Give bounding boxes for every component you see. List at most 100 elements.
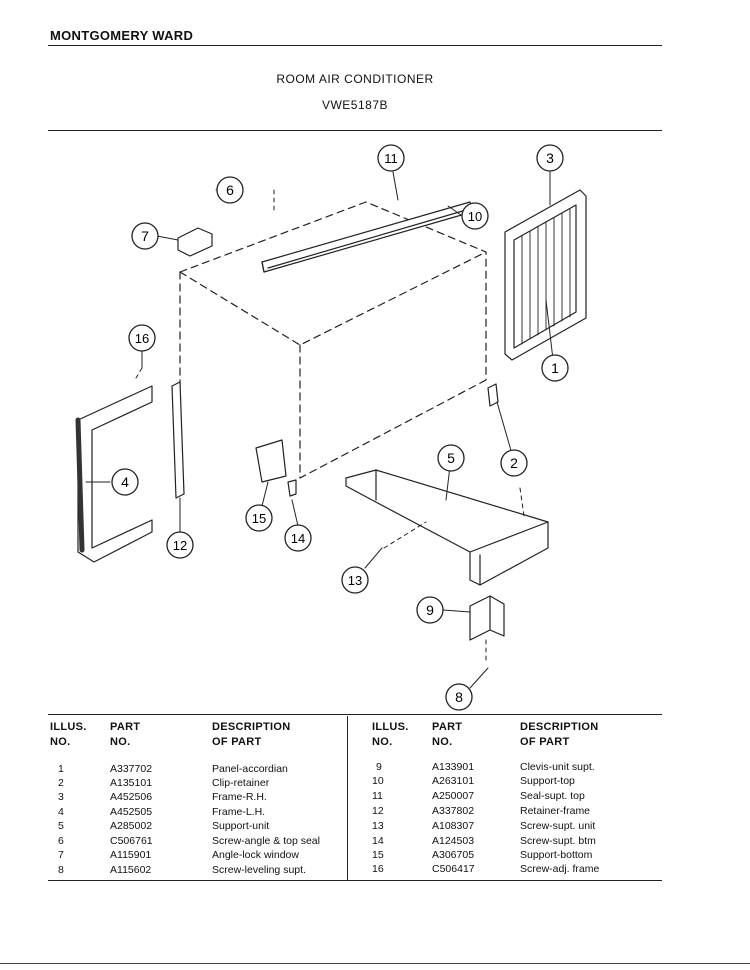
table-row: Clevis-unit supt. xyxy=(520,761,595,773)
callout-1-label: 1 xyxy=(551,360,559,376)
table-row: 5 xyxy=(58,820,64,832)
table-row: Retainer-frame xyxy=(520,805,591,817)
table-row: 13 xyxy=(372,820,384,832)
table-row: A452505 xyxy=(110,806,153,818)
callout-10: 10 xyxy=(461,202,489,230)
table-row: A133901 xyxy=(432,761,475,773)
table-row: A306705 xyxy=(432,849,475,861)
callout-15: 15 xyxy=(245,504,273,532)
table-divider xyxy=(347,716,348,880)
callout-11: 11 xyxy=(377,144,405,172)
support-unit xyxy=(345,469,549,586)
table-row: Screw-adj. frame xyxy=(520,863,600,875)
table-row: 11 xyxy=(372,790,383,802)
table-row: Seal-supt. top xyxy=(520,790,585,802)
table-row: Support-top xyxy=(520,775,575,787)
table-row: A115602 xyxy=(110,864,152,876)
clip-retainer xyxy=(487,383,499,407)
table-row: A285002 xyxy=(110,820,153,832)
callout-13-label: 13 xyxy=(348,573,362,588)
table-row: Clip-retainer xyxy=(212,777,270,789)
left-frame xyxy=(75,385,153,563)
screw-support-bottom xyxy=(287,479,297,497)
cabinet-outline xyxy=(179,201,487,479)
table-row: Screw-supt. unit xyxy=(520,820,596,832)
table-row: A135101 xyxy=(110,777,153,789)
table-bottom-rule xyxy=(48,880,662,881)
top-seal-support xyxy=(261,201,473,273)
table-row: 1 xyxy=(58,763,64,775)
callout-4-label: 4 xyxy=(121,474,129,490)
callout-16: 16 xyxy=(128,324,156,352)
table-row: 10 xyxy=(372,775,384,787)
callout-12: 12 xyxy=(166,531,194,559)
callout-9: 9 xyxy=(416,596,444,624)
right-frame xyxy=(504,189,587,361)
callout-8-label: 8 xyxy=(455,689,463,705)
table-row: 4 xyxy=(58,806,64,818)
header-rule xyxy=(48,45,662,46)
callout-6: 6 xyxy=(216,176,244,204)
table-row: A337702 xyxy=(110,763,153,775)
table-row: A452506 xyxy=(110,791,153,803)
callout-8: 8 xyxy=(445,683,473,711)
clevis-bracket xyxy=(469,595,505,641)
table-row: Panel-accordian xyxy=(212,763,288,775)
table-row: A337802 xyxy=(432,805,475,817)
callout-15-label: 15 xyxy=(252,511,266,526)
brand-name: MONTGOMERY WARD xyxy=(50,28,194,43)
table-row: C506761 xyxy=(110,835,153,847)
header-illus-left: ILLUS.NO. xyxy=(50,721,87,748)
table-row: A263101 xyxy=(432,775,475,787)
table-row: 15 xyxy=(372,849,384,861)
callout-4: 4 xyxy=(111,468,139,496)
callout-16-label: 16 xyxy=(135,331,149,346)
callout-11-label: 11 xyxy=(384,151,398,166)
angle-lock-bracket xyxy=(177,227,213,257)
table-row: 16 xyxy=(372,863,384,875)
callout-5: 5 xyxy=(437,444,465,472)
table-row: 9 xyxy=(376,761,382,773)
callout-14: 14 xyxy=(284,524,312,552)
callout-7: 7 xyxy=(131,222,159,250)
table-row: C506417 xyxy=(432,863,475,875)
callout-7-label: 7 xyxy=(141,228,149,244)
retainer-frame xyxy=(171,381,185,499)
page-title: ROOM AIR CONDITIONER xyxy=(276,72,434,86)
table-row: 12 xyxy=(372,805,384,817)
table-row: Support-unit xyxy=(212,820,270,832)
table-row: Screw-leveling supt. xyxy=(212,864,306,876)
table-row: Angle-lock window xyxy=(212,849,299,861)
callout-2: 2 xyxy=(500,449,528,477)
exploded-parts-diagram: 1 2 3 4 5 6 7 8 9 10 11 12 xyxy=(75,144,587,711)
table-row: A108307 xyxy=(432,820,475,832)
table-top-rule xyxy=(48,714,662,715)
header-illus-right: ILLUS.NO. xyxy=(372,721,409,748)
bottom-support xyxy=(255,439,287,483)
callout-2-label: 2 xyxy=(510,455,518,471)
table-row: 14 xyxy=(372,835,384,847)
callout-10-label: 10 xyxy=(468,209,482,224)
table-row: 3 xyxy=(58,791,64,803)
table-row: Support-bottom xyxy=(520,849,593,861)
table-row: A124503 xyxy=(432,835,475,847)
table-row: Frame-L.H. xyxy=(212,806,266,818)
page-bottom-rule xyxy=(0,963,750,964)
callout-12-label: 12 xyxy=(173,538,187,553)
callout-13: 13 xyxy=(341,566,369,594)
model-number: VWE5187B xyxy=(321,98,389,112)
table-row: 8 xyxy=(58,864,64,876)
callout-14-label: 14 xyxy=(291,531,305,546)
table-row: Frame-R.H. xyxy=(212,791,267,803)
table-row: 7 xyxy=(58,849,64,861)
table-row: Screw-angle & top seal xyxy=(212,835,320,847)
callout-5-label: 5 xyxy=(447,450,455,466)
callout-9-label: 9 xyxy=(426,602,434,618)
callout-1: 1 xyxy=(541,354,569,382)
table-row: 2 xyxy=(58,777,64,789)
callout-3: 3 xyxy=(536,144,564,172)
